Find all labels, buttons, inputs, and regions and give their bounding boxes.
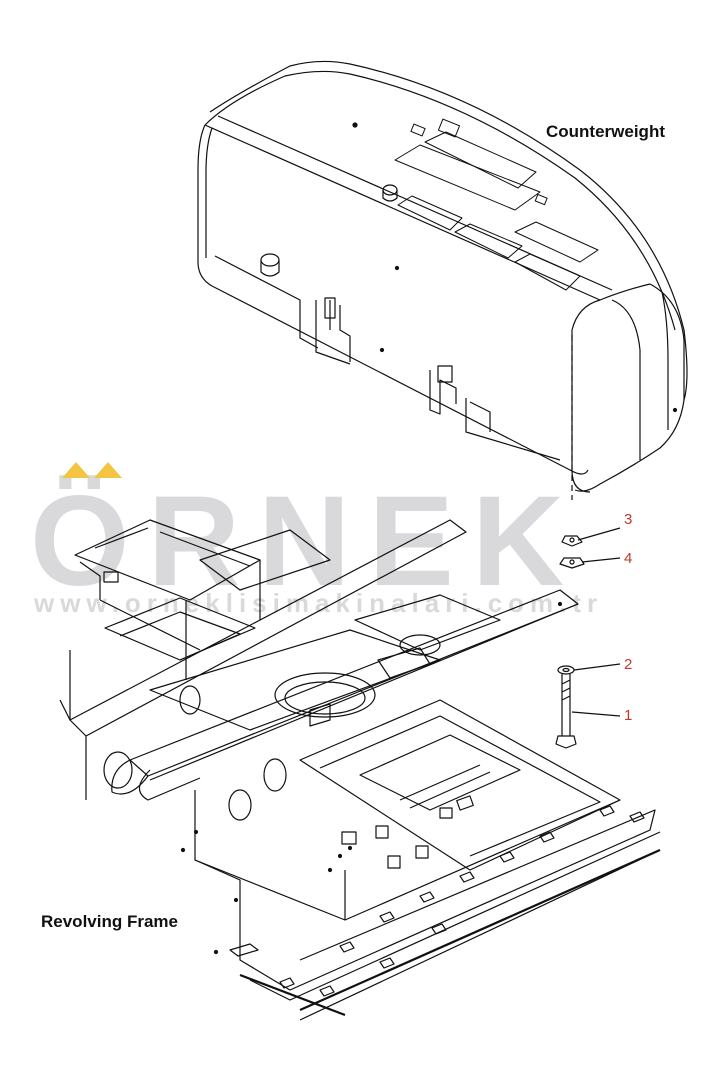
callout-2: 2 [624,656,633,673]
revolving-frame-drawing [59,519,661,1021]
callout-3: 3 [624,511,633,528]
callout-4: 4 [624,550,633,567]
counterweight-drawing [197,60,688,500]
bolt-assembly [555,527,621,749]
callout-1: 1 [624,707,633,724]
watermark-accent-icon [62,462,126,478]
counterweight-label: Counterweight [546,122,665,141]
revolving-frame-label: Revolving Frame [41,912,178,931]
watermark-logo-text: ÖRNEK [30,470,583,613]
